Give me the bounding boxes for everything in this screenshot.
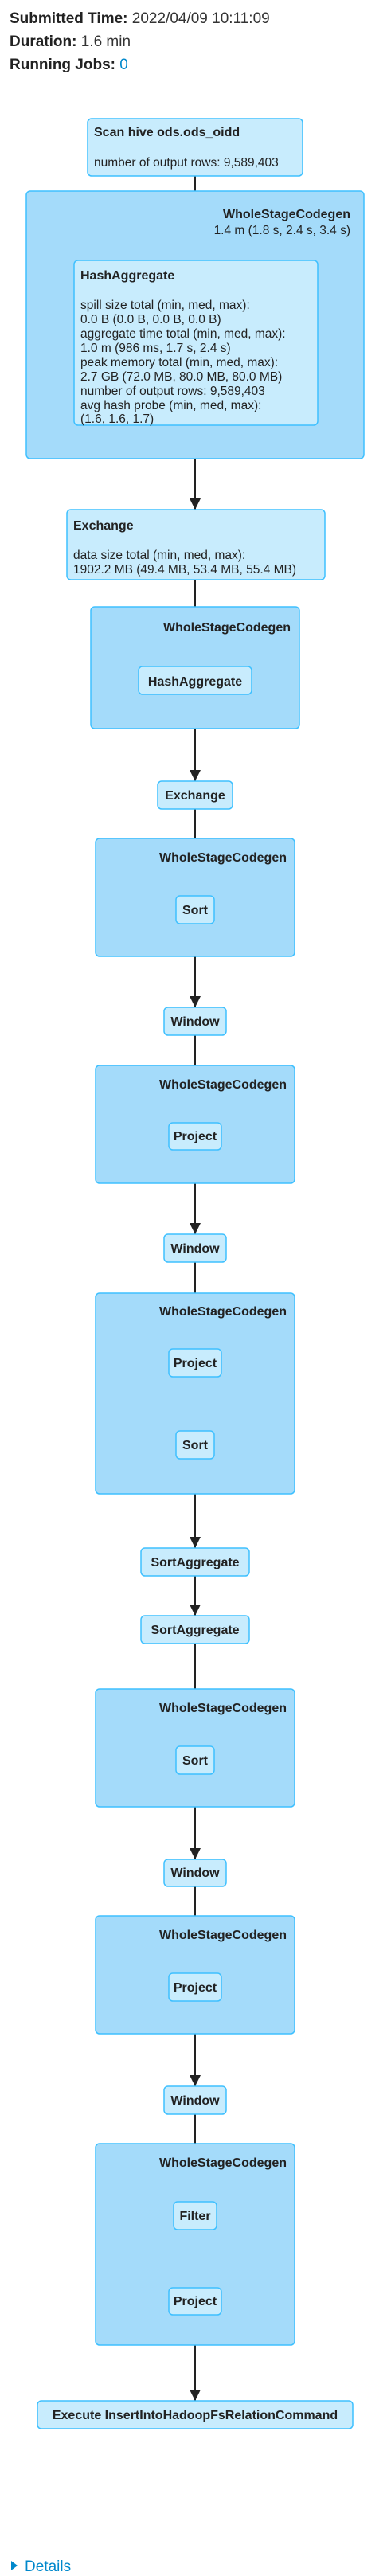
node-title: SortAggregate: [151, 1556, 239, 1569]
node-sort-3[interactable]: Sort: [175, 1745, 215, 1775]
node-title: Window: [170, 1867, 220, 1880]
node-title: Window: [170, 1015, 220, 1029]
cluster-box: [95, 2143, 295, 2346]
node-title: Project: [174, 1357, 217, 1370]
node-box: [163, 1007, 227, 1036]
node-metric: (1.6, 1.6, 1.7): [80, 412, 154, 426]
node-title: HashAggregate: [148, 675, 242, 689]
node-box: [37, 2400, 354, 2429]
node-box: [163, 1233, 227, 1263]
cluster-title: WholeStageCodegen: [159, 1929, 287, 1942]
node-box: [66, 509, 326, 580]
node-execute-insert[interactable]: Execute InsertIntoHadoopFsRelationComman…: [37, 2400, 354, 2429]
cluster-title: WholeStageCodegen: [159, 1702, 287, 1715]
node-box: [168, 1348, 222, 1378]
node-metric: aggregate time total (min, med, max):: [80, 327, 286, 341]
node-filter[interactable]: Filter: [173, 2201, 217, 2230]
node-title: Sort: [182, 1754, 209, 1768]
duration: Duration: 1.6 min: [10, 33, 131, 52]
node-metric: 1.0 m (986 ms, 1.7 s, 2.4 s): [80, 342, 231, 355]
node-box: [87, 118, 303, 177]
node-metric: data size total (min, med, max):: [73, 549, 245, 562]
node-exchange-2[interactable]: Exchange: [157, 780, 233, 810]
node-title: Window: [170, 1242, 220, 1256]
node-title: Project: [174, 1981, 217, 1995]
node-hashaggregate-1[interactable]: HashAggregate spill size total (min, med…: [73, 260, 319, 426]
node-metric: peak memory total (min, med, max):: [80, 356, 278, 369]
cluster-metric: 1.4 m (1.8 s, 2.4 s, 3.4 s): [214, 224, 350, 237]
node-title: Sort: [182, 1439, 209, 1452]
node-title: SortAggregate: [151, 1624, 239, 1637]
running-jobs: Running Jobs: 0: [10, 56, 128, 75]
submitted-time: Submitted Time: 2022/04/09 10:11:09: [10, 10, 270, 29]
node-box: [138, 666, 252, 695]
node-project-4[interactable]: Project: [168, 2287, 222, 2316]
node-title: Project: [174, 1130, 217, 1143]
running-jobs-link[interactable]: 0: [119, 57, 128, 73]
cluster-title: WholeStageCodegen: [159, 2156, 287, 2170]
node-box: [157, 780, 233, 810]
node-project-1[interactable]: Project: [168, 1122, 222, 1151]
node-title: HashAggregate: [80, 269, 174, 283]
submitted-time-label: Submitted Time:: [10, 10, 128, 27]
node-metric: number of output rows: 9,589,403: [94, 156, 279, 170]
node-title: Execute InsertIntoHadoopFsRelationComman…: [53, 2409, 338, 2422]
node-sort-1[interactable]: Sort: [175, 895, 215, 924]
node-window-2[interactable]: Window: [163, 1233, 227, 1263]
details-label: Details: [25, 2558, 72, 2575]
cluster-wholestagecodegen-8[interactable]: WholeStageCodegen: [95, 2143, 295, 2346]
node-box: [173, 2201, 217, 2230]
node-window-4[interactable]: Window: [163, 2085, 227, 2115]
node-box: [168, 1122, 222, 1151]
cluster-title: WholeStageCodegen: [163, 621, 291, 635]
node-box: [175, 1430, 215, 1460]
node-box: [140, 1547, 250, 1577]
node-box: [175, 895, 215, 924]
duration-label: Duration:: [10, 33, 77, 50]
duration-value: 1.6 min: [80, 33, 131, 50]
node-metric: 2.7 GB (72.0 MB, 80.0 MB, 80.0 MB): [80, 370, 282, 384]
node-metric: 1902.2 MB (49.4 MB, 53.4 MB, 55.4 MB): [73, 563, 296, 577]
cluster-title: WholeStageCodegen: [159, 1305, 287, 1319]
node-box: [175, 1745, 215, 1775]
submitted-time-value: 2022/04/09 10:11:09: [131, 10, 270, 27]
node-project-3[interactable]: Project: [168, 1972, 222, 2002]
cluster-title: WholeStageCodegen: [223, 208, 350, 221]
node-project-2[interactable]: Project: [168, 1348, 222, 1378]
node-title: Exchange: [165, 789, 225, 803]
node-metric: 0.0 B (0.0 B, 0.0 B, 0.0 B): [80, 313, 221, 326]
node-hashaggregate-2[interactable]: HashAggregate: [138, 666, 252, 695]
node-sortaggregate-2[interactable]: SortAggregate: [140, 1615, 250, 1644]
node-box: [163, 2085, 227, 2115]
cluster-title: WholeStageCodegen: [159, 1078, 287, 1092]
running-jobs-label: Running Jobs:: [10, 57, 115, 73]
node-title: Exchange: [73, 519, 134, 533]
node-title: Window: [170, 2094, 220, 2108]
node-box: [168, 2287, 222, 2316]
node-exchange-1[interactable]: Exchange data size total (min, med, max)…: [66, 509, 326, 580]
node-window-1[interactable]: Window: [163, 1007, 227, 1036]
node-box: [140, 1615, 250, 1644]
node-title: Project: [174, 2295, 217, 2308]
node-metric: spill size total (min, med, max):: [80, 299, 250, 312]
node-title: Scan hive ods.ods_oidd: [94, 126, 240, 139]
node-window-3[interactable]: Window: [163, 1859, 227, 1887]
node-sort-2[interactable]: Sort: [175, 1430, 215, 1460]
node-scan-hive[interactable]: Scan hive ods.ods_oidd number of output …: [87, 118, 303, 177]
node-sortaggregate-1[interactable]: SortAggregate: [140, 1547, 250, 1577]
cluster-box: [95, 1292, 295, 1495]
node-box: [168, 1972, 222, 2002]
node-title: Sort: [182, 904, 209, 917]
node-metric: number of output rows: 9,589,403: [80, 385, 265, 398]
caret-right-icon: [11, 2561, 18, 2570]
node-title: Filter: [179, 2210, 210, 2223]
node-metric: avg hash probe (min, med, max):: [80, 399, 261, 412]
details-toggle[interactable]: Details: [11, 2558, 71, 2576]
cluster-wholestagecodegen-5[interactable]: WholeStageCodegen: [95, 1292, 295, 1495]
node-box: [73, 260, 319, 426]
node-box: [163, 1859, 227, 1887]
cluster-title: WholeStageCodegen: [159, 851, 287, 865]
